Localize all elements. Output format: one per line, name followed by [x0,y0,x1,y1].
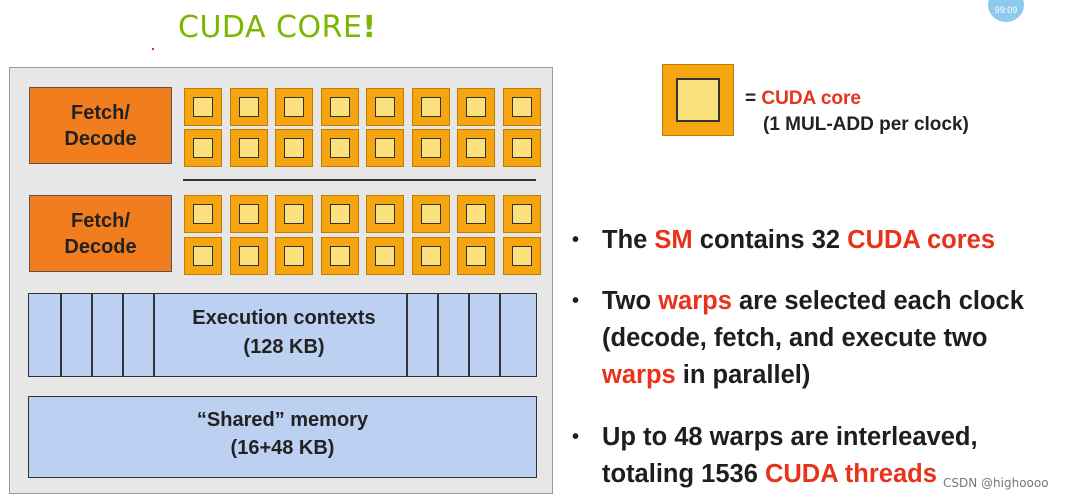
execution-contexts-label: Execution contexts (128 KB) [184,304,384,362]
cuda-core-icon [457,88,495,126]
bullet-text: Two warps are selected each clock (decod… [572,283,1062,394]
cuda-core-icon [229,88,268,126]
shared-memory-size: (16+48 KB) [230,437,335,459]
legend-desc: (1 MUL-ADD per clock) [763,114,969,135]
context-divider [437,294,439,376]
cuda-core-icon [229,129,268,167]
bullet-text-part: contains 32 [692,226,848,254]
context-divider [60,294,62,376]
cuda-core-icon [275,88,313,126]
cuda-core-icon [229,195,268,233]
cuda-core-icon [320,237,359,275]
cuda-core-icon [366,195,404,233]
cuda-core-icon [366,88,404,126]
cuda-core-icon [320,129,359,167]
bullet-text-part: are selected each clock (decode, fetch, … [602,287,1024,352]
cuda-core-icon [457,195,495,233]
bullet-text-highlight: CUDA cores [847,226,996,254]
shared-memory-block: “Shared” memory (16+48 KB) [28,396,537,478]
cuda-core-icon [502,88,541,126]
bullet-item: • Up to 48 warps are interleaved, totali… [572,419,1062,493]
bullet-mark: • [572,229,580,251]
fetch-decode-unit-1: Fetch/ Decode [29,87,172,164]
red-dot [152,48,154,50]
context-divider [406,294,408,376]
bullet-text: Up to 48 warps are interleaved, totaling… [572,419,1062,493]
bullet-item: • Two warps are selected each clock (dec… [572,283,1062,394]
context-divider [122,294,124,376]
cuda-core-icon [457,129,495,167]
cuda-core-icon [320,88,359,126]
cuda-core-icon [366,237,404,275]
cuda-core-icon [411,129,450,167]
cuda-core-legend: = CUDA core (1 MUL-ADD per clock) [745,86,969,138]
legend-label: CUDA core [761,88,861,109]
cuda-core-icon [184,129,222,167]
context-divider [153,294,155,376]
context-divider [91,294,93,376]
execution-contexts-size: (128 KB) [243,336,325,358]
bullet-mark: • [572,426,580,448]
bullet-text-highlight: SM [654,226,693,254]
title-exclamation: ! [362,10,377,45]
cuda-core-icon [229,237,268,275]
cuda-core-icon [502,129,541,167]
execution-contexts-title: Execution contexts [192,307,376,329]
bullet-mark: • [572,290,580,312]
bullet-text-part: The [602,226,655,254]
cuda-core-icon [502,195,541,233]
cuda-core-icon [366,129,404,167]
cuda-core-icon [411,88,450,126]
bullet-text-highlight: warps [602,361,676,389]
bullet-item: • The SM contains 32 CUDA cores [572,222,1062,259]
cuda-core-icon [411,195,450,233]
fetch-decode-unit-2: Fetch/ Decode [29,195,172,272]
watermark: CSDN @highoooo [943,476,1049,490]
cuda-core-icon [275,129,313,167]
cuda-core-icon [320,195,359,233]
bullet-text-part: Two [602,287,659,315]
slide-title: CUDA CORE! [178,10,377,45]
context-divider [468,294,470,376]
shared-memory-title: “Shared” memory [196,409,369,431]
cuda-core-icon [275,237,313,275]
cuda-core-icon [411,237,450,275]
title-text: CUDA CORE [178,10,363,45]
cuda-core-icon [184,88,222,126]
bullet-text-highlight: CUDA threads [764,460,937,488]
context-divider [499,294,501,376]
bullet-text: The SM contains 32 CUDA cores [572,222,1062,259]
timer-badge: 99:09 [988,0,1024,22]
cuda-core-icon [275,195,313,233]
group-divider [183,179,536,181]
cuda-core-icon [184,195,222,233]
cuda-core-icon [457,237,495,275]
execution-contexts-block: Execution contexts (128 KB) [28,293,537,377]
bullet-text-highlight: warps [658,287,732,315]
cuda-core-legend-icon [662,64,734,136]
bullet-text-part: in parallel) [675,361,811,389]
legend-equals: = [745,88,762,109]
cuda-core-icon [502,237,541,275]
cuda-core-icon [184,237,222,275]
bullet-text-part: Up to 48 warps are interleaved, totaling… [602,423,978,488]
